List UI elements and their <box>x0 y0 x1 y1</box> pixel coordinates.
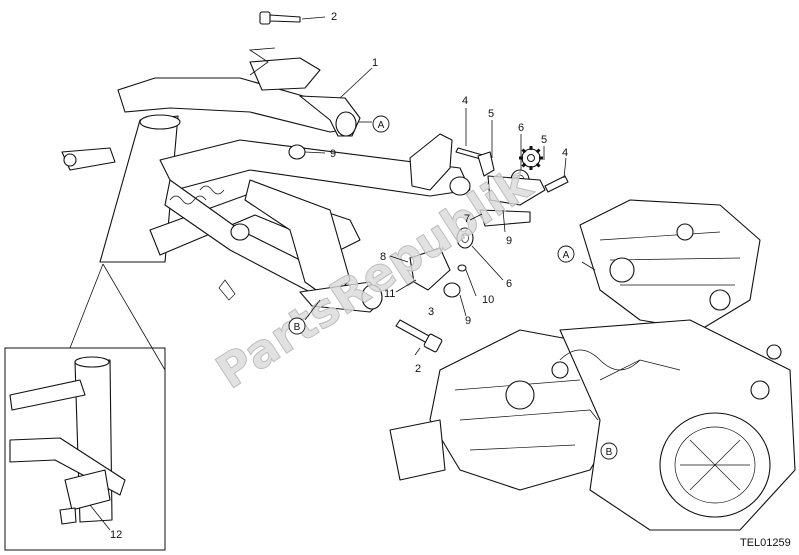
callout-2-lower: 2 <box>415 363 421 375</box>
callout-5-right: 5 <box>541 134 547 146</box>
leader-lines <box>89 16 599 531</box>
callout-2-top: 2 <box>331 11 337 23</box>
svg-text:A: A <box>563 250 570 261</box>
callout-4-right: 4 <box>562 147 568 159</box>
ref-mark-a-frame: A <box>372 115 390 133</box>
callout-4-left: 4 <box>462 95 468 107</box>
callout-1: 1 <box>372 57 378 69</box>
callout-3: 3 <box>428 306 434 318</box>
ref-mark-b-engine: B <box>600 442 618 460</box>
drawing-code: TEL01259 <box>740 537 791 549</box>
callout-11: 11 <box>384 288 395 300</box>
callout-6-lower: 6 <box>506 278 512 290</box>
callout-9-right: 9 <box>506 235 512 247</box>
reference-marks: A A B B <box>288 115 618 460</box>
ref-mark-a-engine: A <box>557 245 575 263</box>
engine-assembly <box>389 199 796 531</box>
callout-10: 10 <box>482 294 494 306</box>
svg-text:B: B <box>606 447 613 458</box>
callout-6-upper: 6 <box>518 122 524 134</box>
frame-assembly <box>61 57 471 313</box>
callout-9-upper: 9 <box>330 148 336 160</box>
gear-icon <box>519 146 543 170</box>
inset-detail <box>4 263 166 551</box>
svg-text:A: A <box>378 120 385 131</box>
callout-5-left: 5 <box>488 108 494 120</box>
callout-labels: 2 1 9 4 5 6 5 4 7 9 6 10 9 8 11 3 2 12 <box>110 11 568 541</box>
callout-12: 12 <box>110 529 122 541</box>
ref-mark-b-frame: B <box>288 317 306 335</box>
callout-9-lower: 9 <box>465 315 471 327</box>
small-parts <box>259 11 569 353</box>
svg-text:B: B <box>294 322 301 333</box>
callout-7: 7 <box>464 213 470 225</box>
callout-8: 8 <box>380 251 386 263</box>
